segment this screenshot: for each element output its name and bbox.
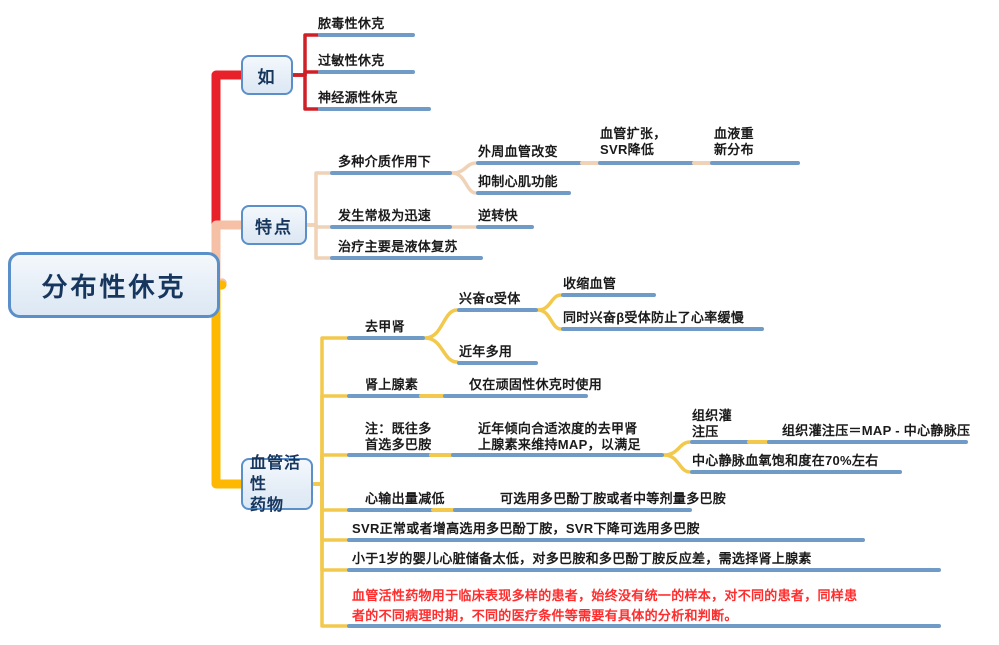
label-guomin: 过敏性休克: [318, 53, 385, 68]
wire-jnqx-1: [662, 440, 692, 457]
connector-xinshuchu: [431, 508, 457, 512]
branch-node-yaowu[interactable]: 血管活性 药物: [241, 455, 313, 514]
wire-yw-2: [311, 394, 349, 486]
label-xueye-zf: 血液重 新分布: [714, 126, 754, 157]
label-qujiashen: 去甲肾: [365, 319, 405, 334]
underline-fasheng: [330, 225, 452, 229]
wire-yw-6: [311, 482, 349, 572]
underline-waizhou: [476, 161, 586, 165]
label-xiaoyu: 小于1岁的婴儿心脏储备太低，对多巴胺和多巴酚丁胺反应差，需选择肾上腺素: [352, 551, 812, 566]
label-duozhong: 多种介质作用下: [338, 154, 432, 169]
underline-shenjing: [318, 107, 431, 111]
branch-node-yaowu-label-line1: 血管活性: [250, 454, 302, 493]
underline-svr: [347, 538, 865, 542]
root-node[interactable]: 分布性休克: [8, 252, 220, 318]
underline-shenshangxian: [347, 394, 423, 398]
branch-node-tedian-label: 特点: [255, 217, 293, 237]
underline-xiaoyu: [347, 568, 941, 572]
underline-guomin: [318, 70, 415, 74]
underline-kexuanyong: [453, 508, 692, 512]
underline-zuzhiguan-eq: [767, 440, 968, 444]
underline-zhiliao: [330, 256, 483, 260]
branch-node-ru[interactable]: 如: [241, 55, 293, 95]
wire-ru-1: [291, 33, 320, 77]
label-svr: SVR正常或者增高选用多巴酚丁胺，SVR下降可选用多巴胺: [352, 521, 700, 536]
label-shenjing: 神经源性休克: [318, 90, 398, 105]
underline-jinnian: [457, 361, 538, 365]
underline-zhu: [347, 453, 433, 457]
label-nongdu: 脓毒性休克: [318, 16, 385, 31]
label-shousuo: 收缩血管: [563, 276, 617, 291]
wire-yw-3: [311, 453, 349, 486]
branch-node-tedian[interactable]: 特点: [241, 205, 307, 245]
connector-waizhou-xueguan: [580, 161, 602, 165]
wire-yw-5: [311, 482, 349, 542]
underline-nongdu: [318, 33, 415, 37]
label-zuzhiguan-eq: 组织灌注压＝MAP - 中心静脉压: [782, 423, 971, 438]
underline-duozhong: [330, 171, 452, 175]
wire-dz-1: [450, 161, 478, 175]
wire-td-3: [305, 223, 332, 260]
label-shenshangxian: 肾上腺素: [365, 377, 419, 392]
label-waizhou: 外周血管改变: [478, 144, 558, 159]
underline-xueguan-kz: [598, 161, 698, 165]
label-alert: 血管活性药物用于临床表现多样的患者，始终没有统一的样本，对不同的患者，同样患 者…: [352, 588, 858, 623]
label-zuzhiguan: 组织灌 注压: [692, 408, 732, 439]
label-kexuanyong: 可选用多巴酚丁胺或者中等剂量多巴胺: [500, 491, 727, 506]
underline-tongshi-b: [561, 327, 764, 331]
branch-node-ru-label: 如: [257, 67, 277, 87]
wire-dz-2: [450, 171, 478, 195]
connector-zuzhiguan: [747, 440, 771, 444]
label-xueguan-kz: 血管扩张， SVR降低: [600, 126, 667, 157]
underline-xinshuchu: [347, 508, 435, 512]
label-xingfen-a: 兴奋α受体: [459, 291, 521, 306]
label-zhiliao: 治疗主要是液体复苏: [338, 239, 458, 254]
wire-yw-1: [311, 336, 349, 486]
underline-zhongxin: [690, 470, 902, 474]
connector-zhu: [429, 453, 455, 457]
label-fasheng: 发生常极为迅速: [338, 208, 432, 223]
wire-yw-7: [311, 482, 349, 628]
connector-ssxs: [419, 394, 445, 398]
underline-shousuo: [561, 293, 656, 297]
underline-nizhuan: [476, 225, 534, 229]
underline-xingfen-a: [457, 308, 538, 312]
label-jinnian-qx: 近年倾向合适浓度的去甲肾 上腺素来维持MAP，以满足: [478, 421, 641, 452]
wire-jnqx-2: [662, 453, 692, 474]
label-yizhi: 抑制心肌功能: [478, 174, 558, 189]
label-zhu: 注：既往多 首选多巴胺: [365, 421, 432, 452]
wire-qjs-2: [423, 336, 459, 364]
underline-zuzhiguan: [690, 440, 751, 444]
label-jinnian: 近年多用: [459, 344, 513, 359]
wire-xfa-2: [536, 308, 563, 331]
trunk-yellow: [211, 280, 246, 489]
connector-xueguan-xueye: [692, 161, 714, 165]
underline-xueye-zf: [710, 161, 800, 165]
wire-td-1: [305, 171, 332, 227]
wire-qjs-1: [423, 308, 459, 340]
wire-ru-3: [291, 73, 320, 111]
label-jinzai: 仅在顽固性休克时使用: [469, 377, 603, 392]
label-zhongxin: 中心静脉血氧饱和度在70%左右: [692, 453, 879, 468]
wire-yw-4: [311, 482, 349, 512]
underline-jinzai: [443, 394, 588, 398]
branch-node-yaowu-label-line2: 药物: [250, 496, 285, 514]
label-nizhuan: 逆转快: [478, 208, 518, 223]
underline-jinnian-qx: [451, 453, 664, 457]
label-tongshi-b: 同时兴奋β受体防止了心率缓慢: [563, 310, 745, 325]
underline-yizhi: [476, 191, 571, 195]
underline-qujiashen: [347, 336, 425, 340]
wire-xfa-1: [536, 293, 563, 312]
root-node-label: 分布性休克: [41, 271, 187, 302]
underline-alert: [347, 624, 941, 628]
label-xinshuchu: 心输出量减低: [365, 491, 445, 506]
